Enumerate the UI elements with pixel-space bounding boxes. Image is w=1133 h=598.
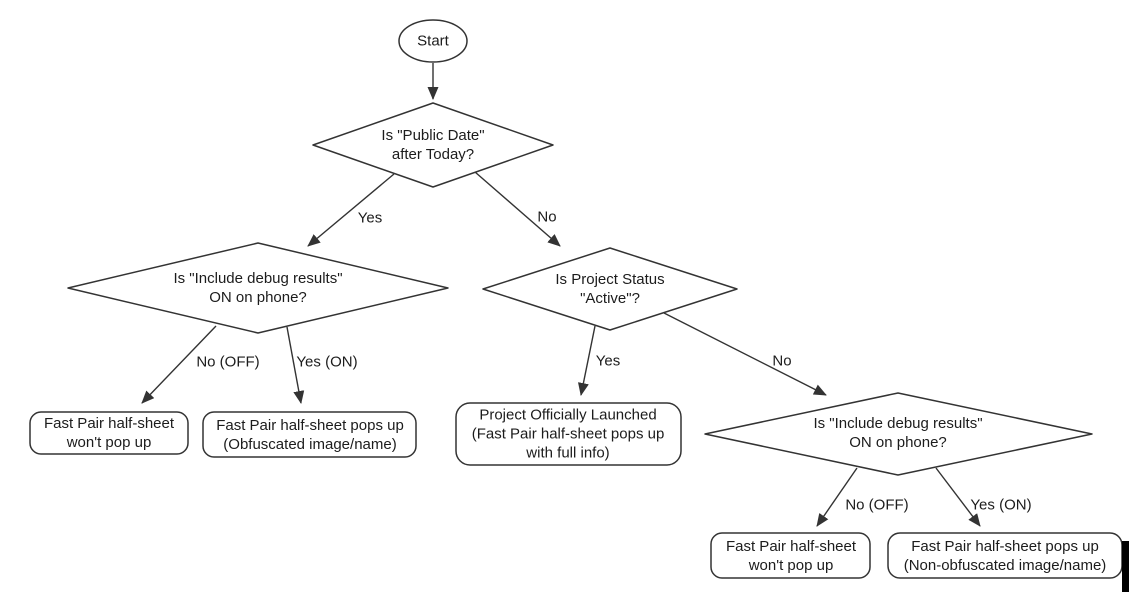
start-node-label: Start (417, 32, 449, 51)
leaf-obfuscated-shape (202, 411, 417, 458)
leaf-obfuscated-label: Fast Pair half-sheet pops up (Obfuscated… (216, 417, 404, 453)
decision-debug-right-label: Is "Include debug results" ON on phone? (813, 415, 983, 451)
edge-label-yes-on-left: Yes (ON) (296, 353, 358, 371)
edge-label-yes-2: Yes (595, 352, 621, 370)
leaf-launched-shape (455, 402, 682, 466)
decision-project-status-shape (482, 247, 738, 331)
decision-debug-right-shape (704, 392, 1093, 476)
leaf-no-popup-left-label: Fast Pair half-sheet won't pop up (43, 415, 175, 451)
edge-label-no-off-right: No (OFF) (845, 496, 909, 514)
edge-label-no-1: No (537, 208, 557, 226)
leaf-non-obfuscated-label: Fast Pair half-sheet pops up (Non-obfusc… (903, 538, 1107, 574)
decision-debug-left-shape (67, 242, 449, 334)
decision-public-date-label: Is "Public Date" after Today? (381, 127, 485, 163)
start-node-shape (398, 19, 468, 63)
edge-no-off-to-wont-popup-right (816, 467, 858, 527)
edge-yes-to-debug-left (307, 173, 395, 247)
edge-no-to-debug-right (663, 312, 827, 396)
leaf-no-popup-right-label: Fast Pair half-sheet won't pop up (725, 538, 857, 574)
edge-label-yes-on-right: Yes (ON) (970, 496, 1032, 514)
decision-debug-left-label: Is "Include debug results" ON on phone? (173, 270, 343, 306)
edge-label-no-off-left: No (OFF) (196, 353, 260, 371)
edge-label-no-2: No (772, 352, 792, 370)
edge-yes-to-launched (577, 325, 596, 396)
start-label-text: Start (417, 32, 449, 50)
edge-no-to-project-status (474, 171, 561, 247)
edge-yes-on-to-non-obfuscated (935, 467, 981, 527)
leaf-no-popup-right-shape (710, 532, 871, 579)
edge-yes-on-to-obfuscated (286, 326, 305, 404)
leaf-no-popup-left-shape (29, 411, 189, 455)
decision-project-status-label: Is Project Status "Active"? (555, 271, 665, 307)
edge-label-yes-1: Yes (357, 209, 383, 227)
decision-public-date-shape (312, 102, 554, 188)
edge-no-off-to-wont-popup-left (141, 325, 217, 404)
text-cursor-bar (1122, 541, 1129, 592)
leaf-launched-label: Project Officially Launched (Fast Pair h… (471, 406, 665, 462)
